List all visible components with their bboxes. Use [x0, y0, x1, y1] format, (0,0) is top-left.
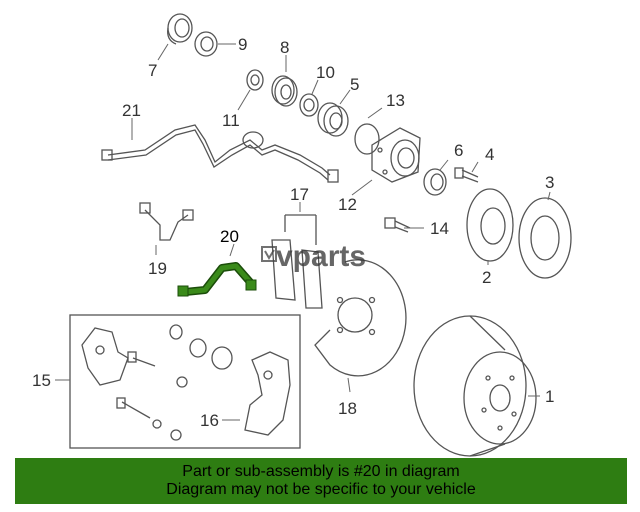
leader-lines [55, 43, 551, 421]
callout-18: 18 [338, 399, 357, 418]
part-7-seal[interactable] [167, 13, 193, 45]
part-17-pads[interactable] [271, 214, 323, 309]
svg-text:vparts: vparts [276, 240, 366, 273]
callout-5: 5 [350, 75, 359, 94]
part-15-kit-box[interactable] [69, 314, 301, 449]
part-5-bearing[interactable] [317, 102, 349, 137]
callout-7: 7 [148, 61, 157, 80]
part-12-hub[interactable] [371, 127, 421, 183]
callout-8: 8 [280, 38, 289, 57]
part-16-caliper[interactable] [244, 351, 291, 436]
part-13-snap-ring[interactable] [354, 123, 380, 155]
part-3-gasket[interactable] [518, 197, 572, 279]
part-15-small-parts[interactable] [116, 324, 233, 441]
callout-15: 15 [32, 371, 51, 390]
part-21-sensor-wire[interactable] [101, 124, 339, 183]
vparts-watermark-logo: vparts [261, 240, 366, 273]
part-4-bolt[interactable] [454, 167, 479, 183]
part-2-disc[interactable] [466, 188, 514, 262]
part-8-bearing[interactable] [271, 75, 298, 107]
callout-13: 13 [386, 91, 405, 110]
callout-9: 9 [238, 35, 247, 54]
part-20-brake-hose-highlighted[interactable] [177, 262, 257, 297]
callout-1: 1 [545, 387, 554, 406]
callout-numbers: 7 9 8 11 10 5 13 12 6 4 3 2 14 21 19 17 … [32, 35, 554, 430]
callout-21: 21 [122, 101, 141, 120]
callout-3: 3 [545, 173, 554, 192]
callout-6: 6 [454, 141, 463, 160]
part-11-ring[interactable] [246, 69, 264, 91]
banner-line-2: Diagram may not be specific to your vehi… [166, 481, 476, 498]
part-18-dust-shield[interactable] [314, 259, 407, 377]
part-1-rotor[interactable] [413, 315, 537, 457]
info-banner: Part or sub-assembly is #20 in diagram D… [15, 458, 627, 504]
callout-4: 4 [485, 145, 494, 164]
part-14-bolt[interactable] [384, 217, 411, 233]
callout-2: 2 [482, 268, 491, 287]
callout-11: 11 [222, 111, 240, 130]
part-15-caliper-bracket[interactable] [81, 327, 129, 386]
part-10-race[interactable] [299, 93, 319, 117]
part-19-hose[interactable] [139, 202, 194, 241]
banner-line-1: Part or sub-assembly is #20 in diagram [182, 463, 460, 480]
callout-16: 16 [200, 411, 219, 430]
callout-17: 17 [290, 185, 309, 204]
callout-19: 19 [148, 259, 167, 278]
callout-10: 10 [316, 63, 335, 82]
part-6-seal[interactable] [423, 168, 447, 196]
callout-20: 20 [220, 227, 239, 246]
callout-12: 12 [338, 195, 357, 214]
callout-14: 14 [430, 219, 449, 238]
part-9-race[interactable] [194, 31, 218, 57]
